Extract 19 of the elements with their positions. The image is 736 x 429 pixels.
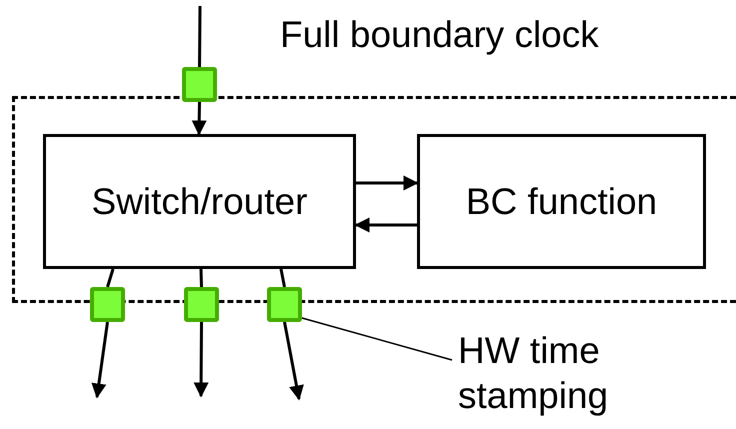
arrow: [192, 102, 207, 136]
leader-line: [302, 317, 452, 361]
connector-line: [200, 268, 203, 288]
connector-line: [198, 6, 202, 68]
process-box: BC function: [417, 134, 706, 269]
arrow: [194, 322, 209, 398]
arrow: [91, 322, 109, 398]
port-square: [90, 287, 125, 322]
connector-line: [106, 268, 114, 288]
boundary-label: Full boundary clock: [280, 14, 599, 56]
port-square: [267, 287, 302, 322]
arrow: [354, 218, 417, 232]
process-box: Switch/router: [43, 134, 356, 269]
connector-line: [280, 268, 286, 288]
arrow: [283, 322, 304, 400]
port-square: [184, 287, 219, 322]
arrow: [356, 176, 418, 190]
port-square: [182, 67, 217, 102]
annotation-text: HW time stamping: [458, 328, 688, 426]
